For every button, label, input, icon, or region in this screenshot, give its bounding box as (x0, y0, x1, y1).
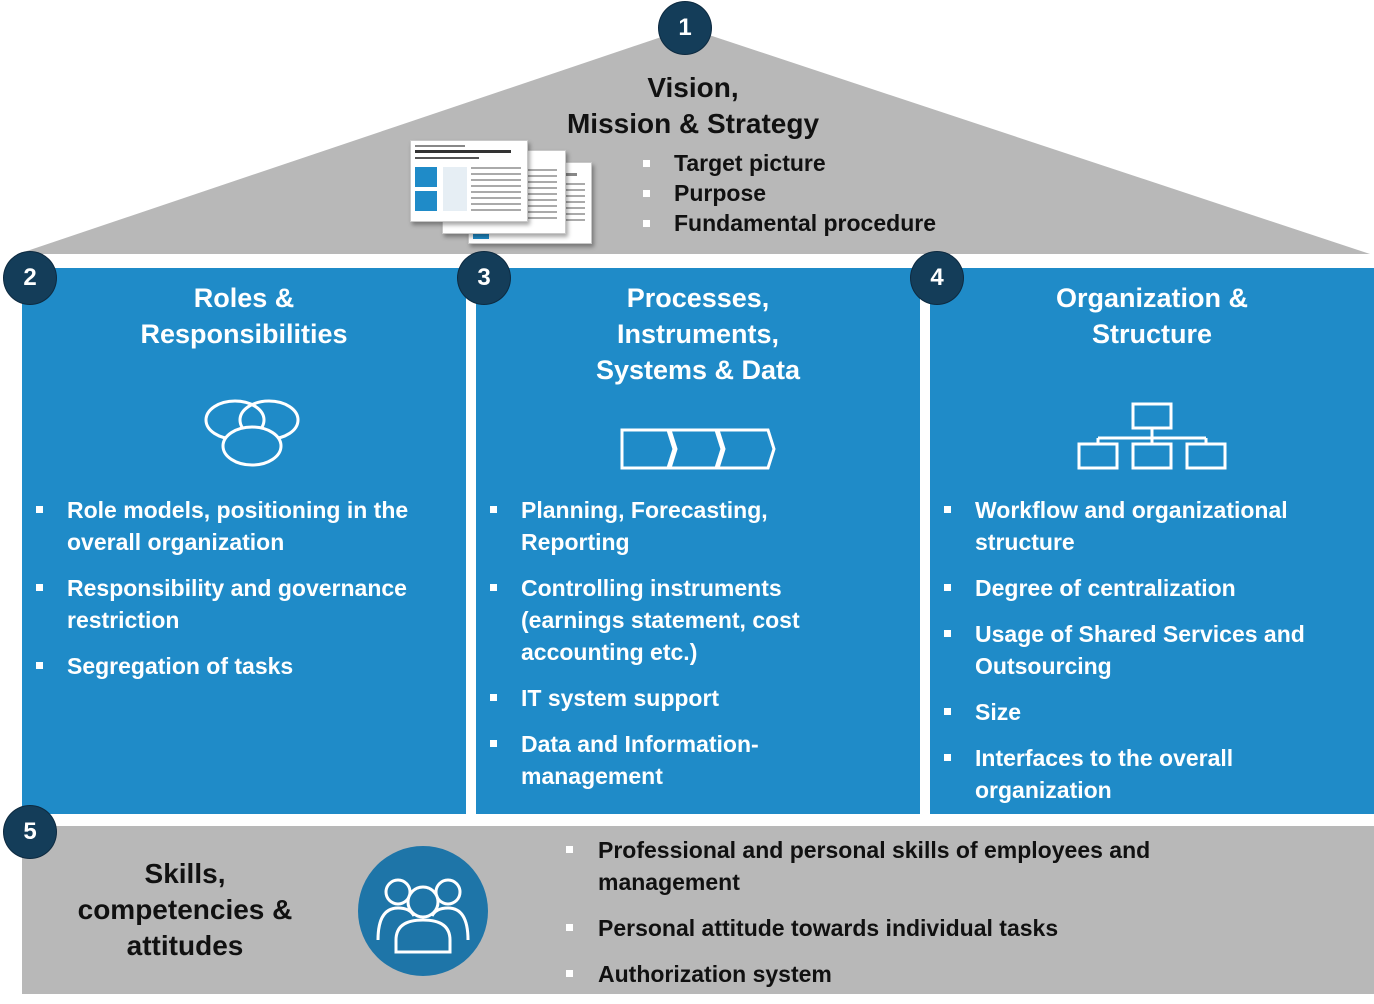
pillar-bullet-list: Planning, Forecasting, Reporting Control… (476, 494, 876, 806)
base-title-line1: Skills, (144, 858, 226, 889)
base-bullet-list: Professional and personal skills of empl… (562, 834, 1262, 1004)
base-bullet-item: Authorization system (562, 958, 1262, 990)
pillar-bullet-item: Data and Information-management (476, 728, 876, 792)
base-number-badge: 5 (4, 806, 56, 858)
roof-number-badge: 1 (659, 2, 711, 54)
roof-triangle (18, 28, 1370, 254)
pillar-bullet-item: Workflow and organizational structure (930, 494, 1350, 558)
base-title-line2: competencies & (77, 894, 293, 925)
pillar-bullet-item: Degree of centralization (930, 572, 1350, 604)
pillar-bullet-item: Controlling instruments (earnings statem… (476, 572, 876, 668)
overlapping-circles-icon (204, 399, 300, 467)
roof-title-line1: Vision, (647, 72, 739, 103)
pillar-bullet-item: Responsibility and governance restrictio… (22, 572, 442, 636)
foundation-base (22, 826, 1374, 994)
roof-title-line2: Mission & Strategy (566, 108, 820, 139)
pillar-bullet-list: Role models, positioning in the overall … (22, 494, 442, 696)
pillar-bullet-list: Workflow and organizational structure De… (930, 494, 1350, 820)
pillar-title-line2: Instruments, (616, 319, 780, 349)
pillar-title-line2: Responsibilities (140, 319, 348, 349)
base-bullet-item: Personal attitude towards individual tas… (562, 912, 1262, 944)
pillar-processes-systems: Processes, Instruments, Systems & Data P… (476, 268, 920, 814)
pillar-title-line1: Processes, (626, 283, 770, 313)
pillar-title-line1: Roles & (193, 283, 295, 313)
pillar-title-line3: Systems & Data (595, 355, 801, 385)
pillar-number-badge: 2 (4, 252, 56, 304)
pillar-organization-structure: Organization & Structure Workflow and or… (930, 268, 1374, 814)
base-title-line3: attitudes (126, 930, 244, 961)
process-chevrons-icon (620, 428, 776, 470)
pillar-bullet-item: Usage of Shared Services and Outsourcing (930, 618, 1350, 682)
roof-bullet-item: Fundamental procedure (638, 208, 936, 238)
base-title: Skills, competencies & attitudes (42, 856, 328, 964)
pillar-title-line2: Structure (1091, 319, 1213, 349)
pillar-title-line1: Organization & (1055, 283, 1248, 313)
roof-bullet-item: Purpose (638, 178, 936, 208)
pillar-bullet-item: Interfaces to the overall organization (930, 742, 1350, 806)
people-group-icon (358, 846, 488, 976)
pillar-number-badge: 3 (458, 252, 510, 304)
pillar-bullet-item: Size (930, 696, 1350, 728)
pillar-bullet-item: Role models, positioning in the overall … (22, 494, 442, 558)
pillar-bullet-item: Segregation of tasks (22, 650, 442, 682)
roof-bullet-item: Target picture (638, 148, 936, 178)
base-bullet-item: Professional and personal skills of empl… (562, 834, 1262, 898)
pillar-number-badge: 4 (911, 252, 963, 304)
pillar-bullet-item: Planning, Forecasting, Reporting (476, 494, 876, 558)
roof-bullet-list: Target picture Purpose Fundamental proce… (638, 148, 936, 238)
pillar-bullet-item: IT system support (476, 682, 876, 714)
pillar-roles-responsibilities: Roles & Responsibilities Role models, po… (22, 268, 466, 814)
org-chart-icon (1077, 402, 1227, 470)
